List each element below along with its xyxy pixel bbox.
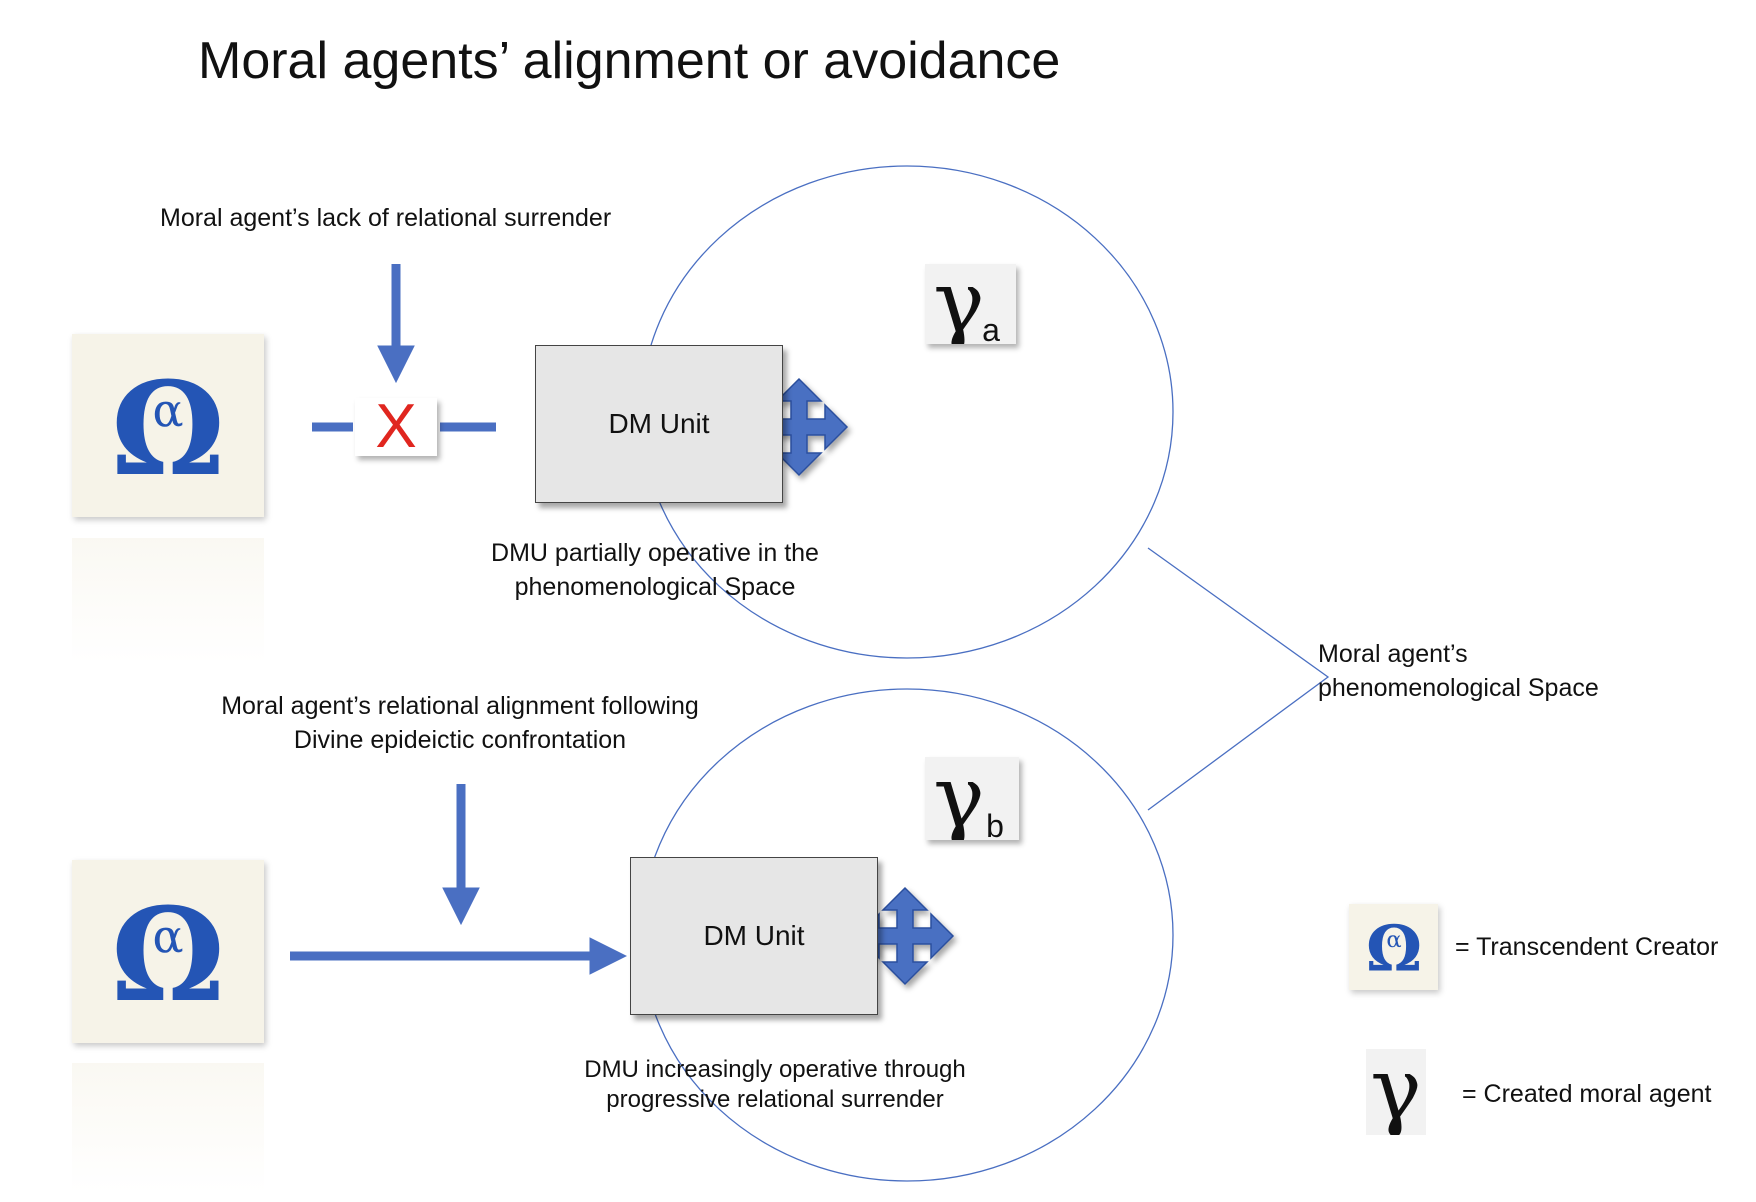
space-label: Moral agent’s phenomenological Space	[1318, 640, 1599, 702]
legend-gamma-icon: γ	[1366, 1040, 1426, 1140]
blocked-x-mark: X	[355, 396, 437, 458]
svg-text:α: α	[1386, 927, 1401, 953]
svg-text:γ: γ	[933, 264, 984, 344]
omega-alpha-icon-top: Ω α	[72, 334, 264, 517]
dm-unit-label-top: DM Unit	[608, 408, 710, 439]
dmu-note-bottom: DMU increasingly operative through progr…	[584, 1056, 966, 1113]
omega-reflection-bottom	[72, 1063, 264, 1193]
svg-text:α: α	[152, 383, 183, 437]
omega-alpha-icon-bottom: Ω α	[72, 860, 264, 1043]
svg-text:a: a	[982, 312, 1000, 344]
svg-text:Ω: Ω	[1365, 917, 1421, 977]
svg-text:α: α	[152, 909, 183, 963]
svg-text:Ω: Ω	[111, 892, 225, 1012]
space-bracket-line	[1147, 547, 1330, 811]
dm-unit-box-top: DM Unit	[535, 345, 783, 503]
omega-reflection-top	[72, 538, 264, 663]
legend-creator-label: = Transcendent Creator	[1455, 933, 1719, 961]
legend-agent-label: = Created moral agent	[1462, 1080, 1712, 1108]
bottom-caption: Moral agent’s relational alignment follo…	[221, 692, 699, 754]
dm-unit-label-bottom: DM Unit	[703, 920, 805, 951]
svg-text:γ: γ	[1370, 1049, 1421, 1135]
svg-text:b: b	[986, 808, 1004, 840]
diagram-title: Moral agents’ alignment or avoidance	[198, 32, 1061, 90]
gamma-b-icon: γ b	[925, 748, 1019, 848]
top-caption: Moral agent’s lack of relational surrend…	[160, 204, 612, 232]
dm-unit-box-bottom: DM Unit	[630, 857, 878, 1015]
svg-text:Ω: Ω	[111, 366, 225, 486]
svg-text:γ: γ	[933, 757, 984, 840]
legend-omega-icon: Ω α	[1349, 904, 1438, 990]
gamma-a-icon: γ a	[925, 253, 1016, 353]
dmu-note-top: DMU partially operative in the phenomeno…	[491, 539, 819, 601]
move-arrows-icon-bottom	[855, 886, 955, 986]
